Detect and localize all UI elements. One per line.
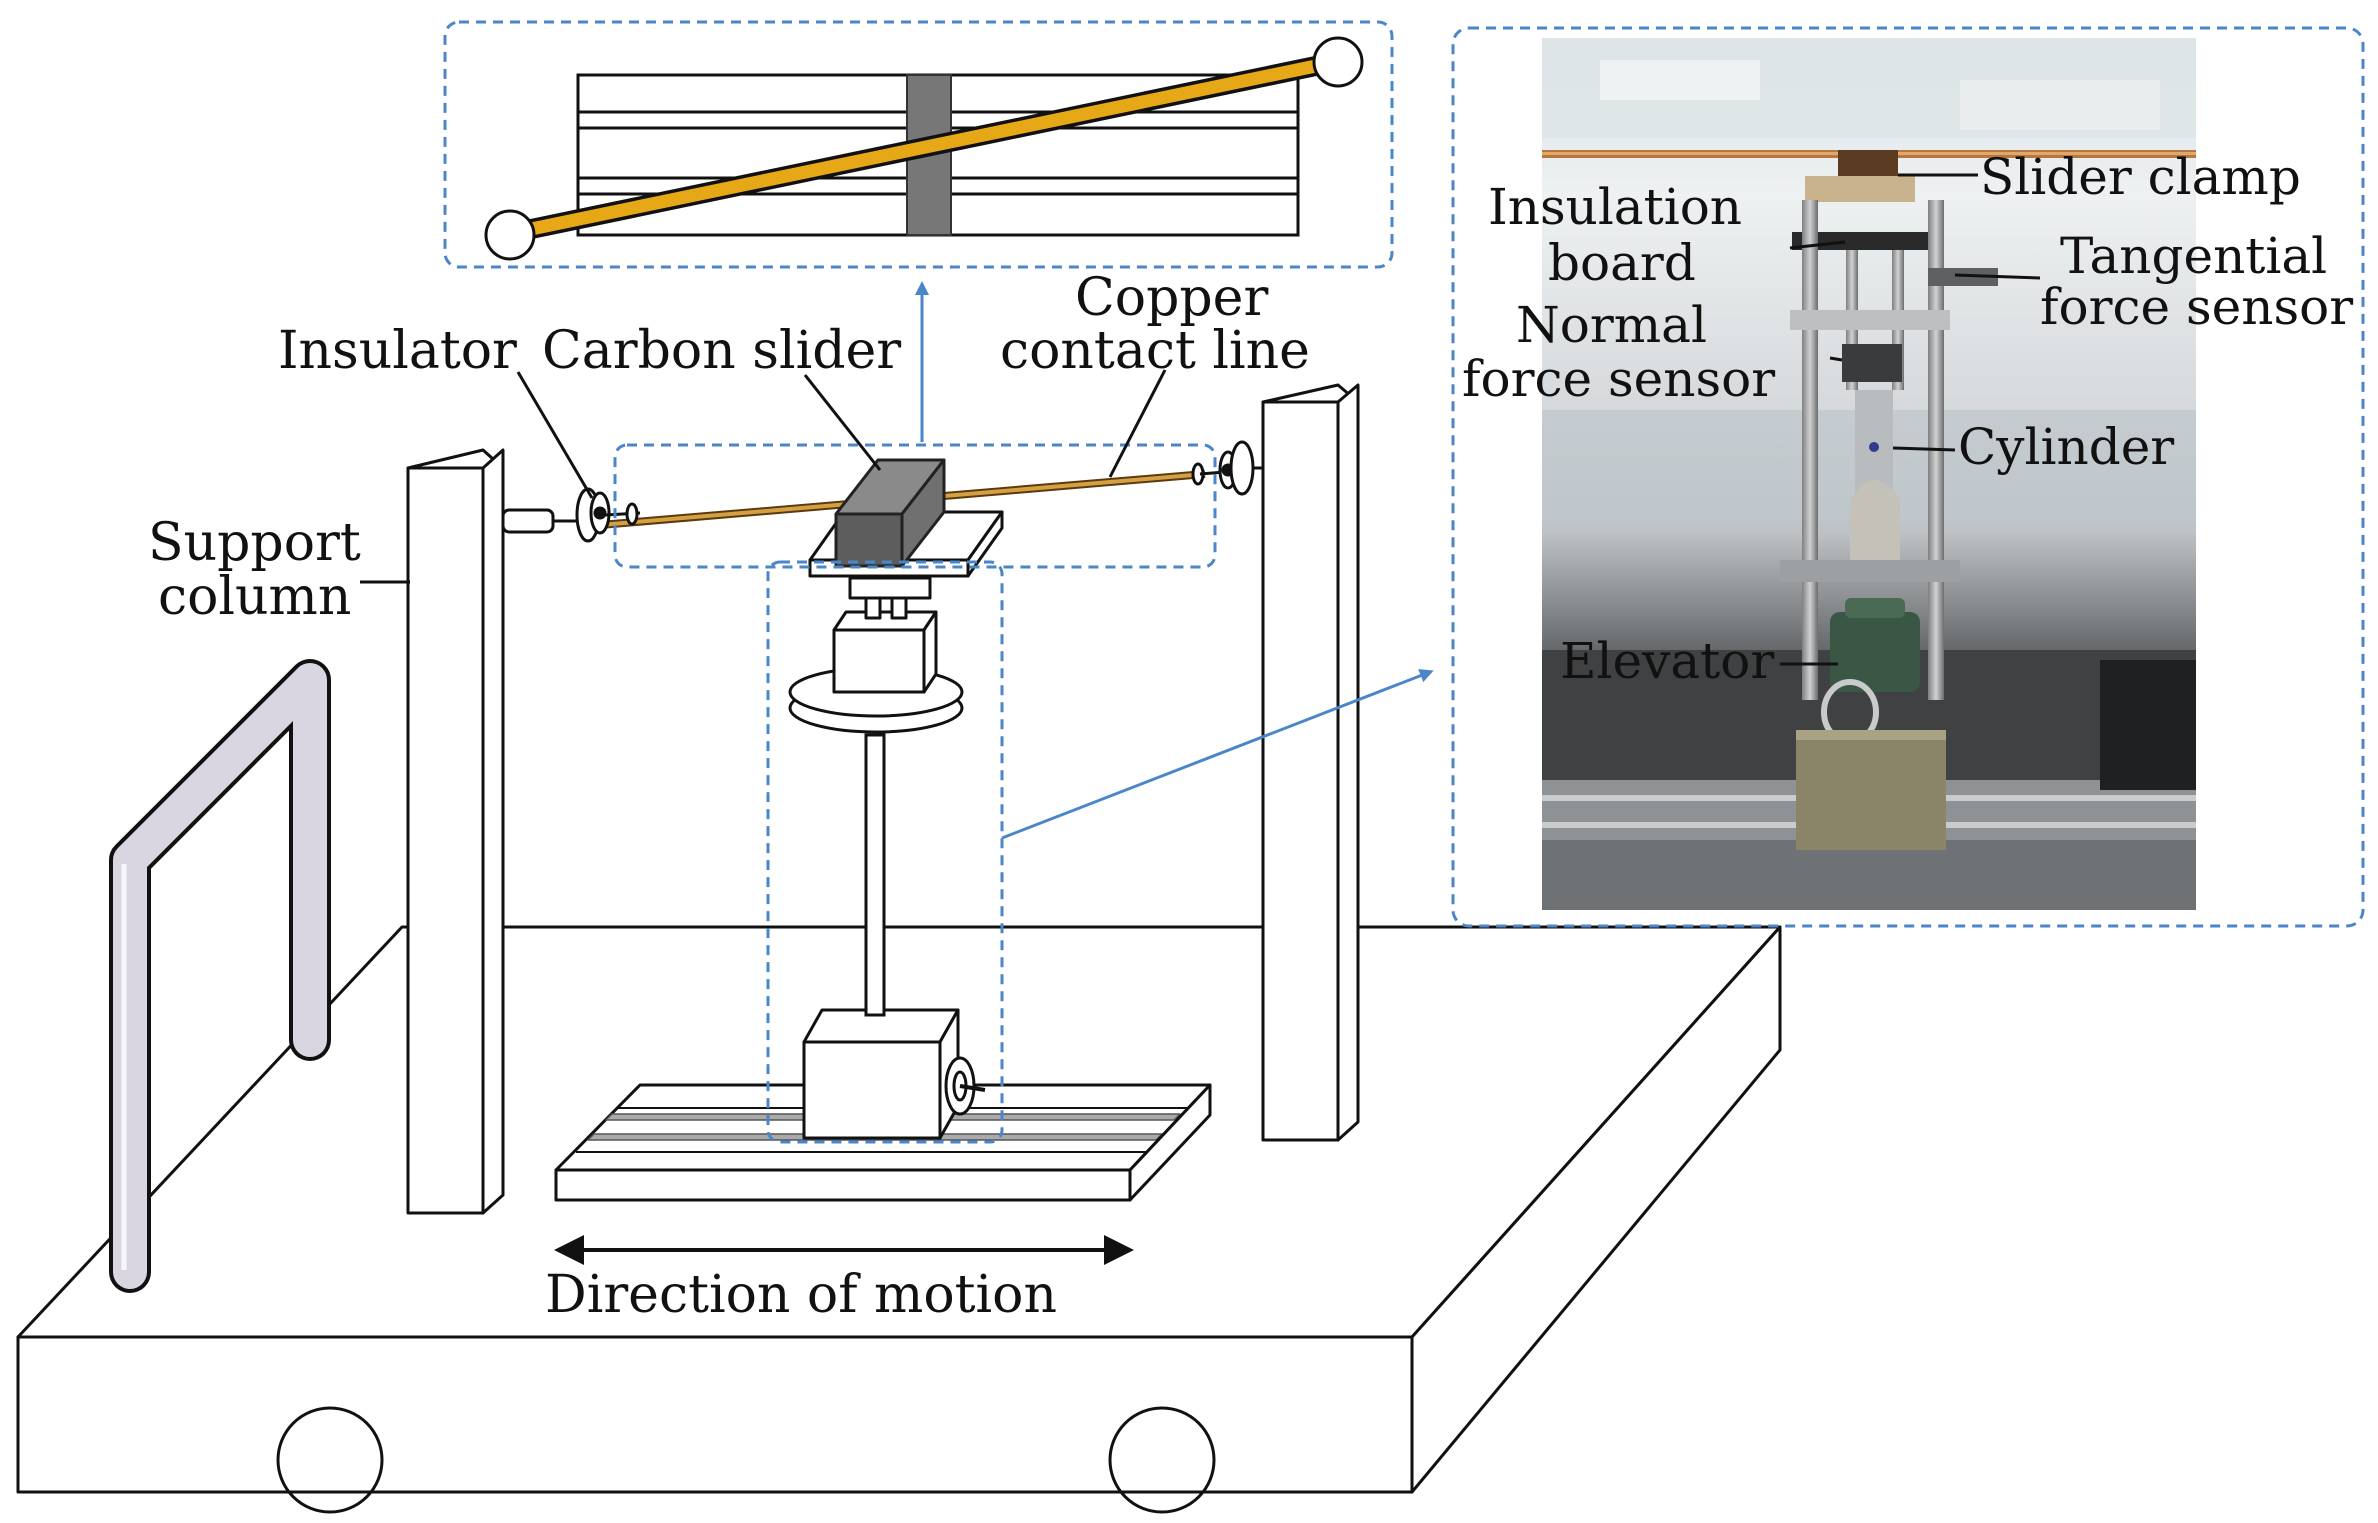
left-insulator: [501, 487, 641, 543]
label-tangential-1: Tangential: [2060, 227, 2327, 285]
right-support-column: [1261, 383, 1360, 1142]
vertical-shaft: [864, 733, 886, 1017]
platform-side-face: [1410, 925, 1782, 1494]
label-copper-2: contact line: [1000, 321, 1310, 381]
zoom-arrow-right: [1001, 669, 1434, 840]
wheel-left: [276, 1406, 384, 1514]
label-elevator: Elevator: [1560, 632, 1774, 690]
top-view-inset: [443, 20, 1394, 269]
label-slider-clamp: Slider clamp: [1980, 148, 2301, 206]
actuator-region-dashed-box: [766, 560, 1004, 1144]
sensor-block: [832, 576, 938, 694]
label-copper-1: Copper: [1075, 268, 1268, 328]
carbon-slider: [834, 458, 946, 568]
top-view-dashed-frame: [443, 20, 1394, 269]
photo-dashed-frame: [1451, 26, 2365, 928]
label-cylinder: Cylinder: [1958, 418, 2174, 476]
label-normal-1: Normal: [1516, 296, 1707, 354]
top-view-left-end-ball: [484, 209, 536, 261]
label-normal-2: force sensor: [1462, 350, 1775, 408]
label-carbon-slider: Carbon slider: [542, 321, 901, 381]
photo-inset: Slider clamp Insulation board Tangential…: [1451, 26, 2365, 928]
lower-actuator-block: [802, 1008, 986, 1140]
label-insulation-board-1: Insulation: [1488, 178, 1742, 236]
label-insulator: Insulator: [278, 321, 517, 381]
diagram-leader-lines: [400, 369, 1167, 584]
left-support-column: [406, 448, 505, 1215]
label-tangential-2: force sensor: [2040, 278, 2353, 336]
photo-leader-lines: [1780, 173, 2041, 666]
test-rig-photo: [1542, 38, 2196, 910]
top-view-right-end-ball: [1312, 36, 1364, 88]
label-insulation-board-2: board: [1548, 234, 1696, 292]
label-support-column-1: Support: [148, 513, 361, 573]
handrail: [109, 659, 331, 1293]
right-insulator: [1191, 440, 1263, 496]
label-support-column-2: column: [158, 567, 351, 627]
label-direction-of-motion: Direction of motion: [545, 1265, 1057, 1325]
wheel-right: [1108, 1406, 1216, 1514]
